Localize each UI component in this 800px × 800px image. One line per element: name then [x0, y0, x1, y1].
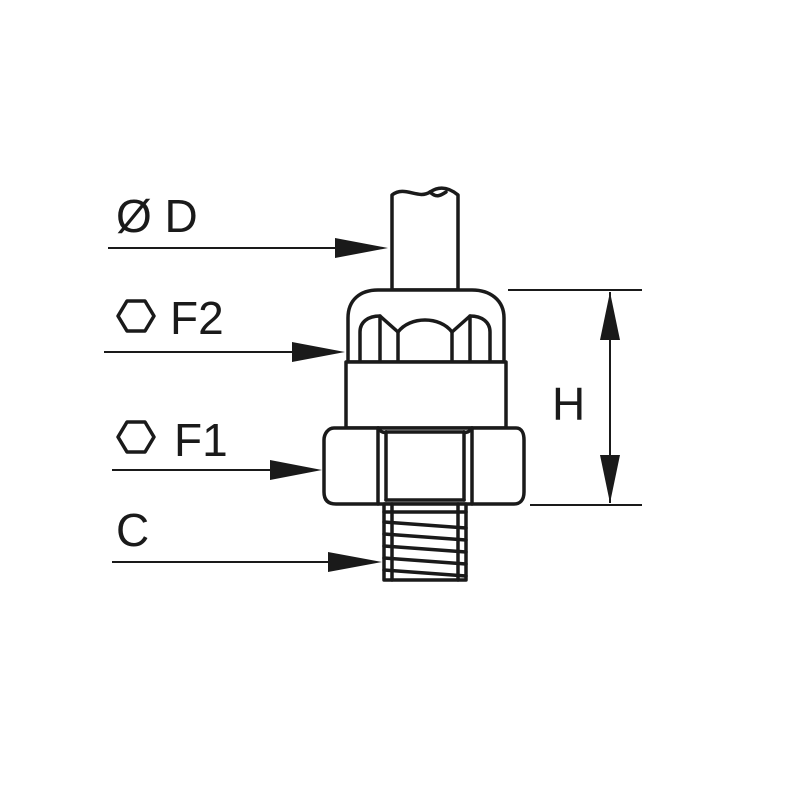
label-c: C — [116, 504, 149, 556]
label-diameter: Ø D — [116, 190, 198, 242]
label-f1: F1 — [174, 414, 228, 466]
tube — [390, 186, 460, 292]
label-h: H — [552, 378, 585, 430]
hex-body-f1 — [322, 426, 526, 506]
leader-c — [112, 552, 382, 572]
hexagon-icon — [116, 420, 156, 454]
leader-f2 — [104, 342, 345, 362]
label-f2: F2 — [170, 292, 224, 344]
hexagon-icon — [116, 299, 156, 333]
cap-nut-f2 — [346, 288, 506, 364]
thread-stud — [382, 502, 468, 582]
collar — [344, 360, 508, 430]
leader-diameter — [108, 238, 388, 258]
height-dimension — [508, 289, 642, 506]
leader-f1 — [112, 460, 322, 480]
